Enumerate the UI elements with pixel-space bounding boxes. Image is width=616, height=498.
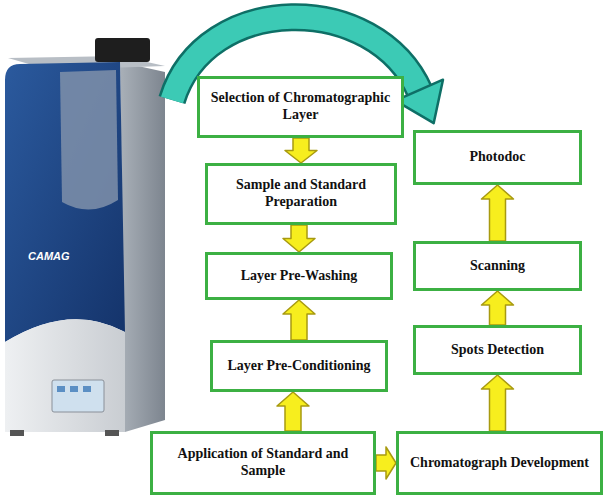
block-arrow [482, 375, 514, 431]
step-text: Layer Pre-Washing [231, 268, 368, 285]
step-text: Layer Pre-Conditioning [218, 358, 381, 375]
process-box: Selection of Chromatographic Layer [197, 76, 404, 138]
step-text: Chromatograph Development [400, 455, 599, 472]
block-arrow [285, 138, 317, 163]
process-box: Photodoc [413, 130, 582, 185]
step-text: Sample and Standard Preparation [208, 177, 394, 211]
step-text: Photodoc [460, 149, 536, 166]
device-door [60, 70, 118, 210]
device-foot [10, 430, 24, 436]
process-box: Chromatograph Development [396, 431, 603, 495]
block-arrow [283, 300, 315, 340]
process-box: Scanning [413, 241, 582, 291]
block-arrow [482, 291, 514, 325]
brand-logo: CAMAG [28, 250, 70, 262]
block-arrow [277, 392, 309, 431]
block-arrow [482, 185, 514, 241]
step-text: Scanning [460, 258, 535, 275]
process-box: Layer Pre-Washing [205, 252, 393, 300]
block-arrow [283, 225, 315, 252]
device-foot [105, 430, 119, 436]
process-box: Sample and Standard Preparation [205, 163, 397, 225]
process-box: Application of Standard and Sample [150, 431, 376, 495]
device-screen [52, 380, 104, 412]
step-text: Application of Standard and Sample [153, 446, 373, 480]
step-text: Spots Detection [441, 342, 554, 359]
block-arrow [376, 447, 396, 479]
device-cap [95, 38, 150, 62]
device-front-panel [5, 62, 125, 342]
process-box: Layer Pre-Conditioning [210, 340, 388, 392]
process-box: Spots Detection [413, 325, 582, 375]
tlc-visualizer [5, 38, 165, 436]
screen-icon [70, 386, 78, 392]
device-side [120, 62, 165, 432]
device-base [5, 319, 125, 432]
step-text: Selection of Chromatographic Layer [200, 90, 401, 124]
screen-icon [57, 386, 65, 392]
screen-icon [83, 386, 91, 392]
